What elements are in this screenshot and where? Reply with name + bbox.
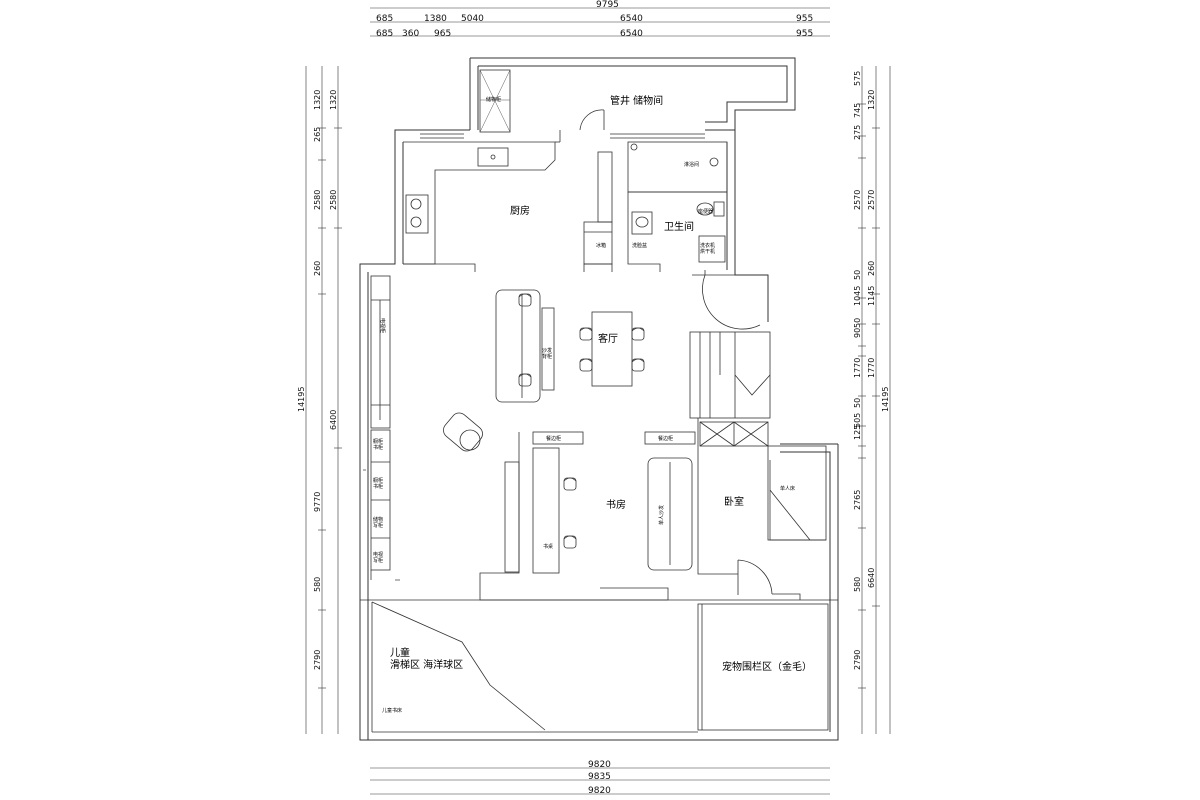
dim-right-inner-10: 505 <box>853 413 862 428</box>
dim-left-inner: 1320 2580 6400 <box>329 90 342 449</box>
dim-top1-4: 6540 <box>620 14 643 24</box>
dim-right-inner-2: 275 <box>853 125 862 140</box>
label-kids-1: 儿童 <box>390 646 410 659</box>
dim-left-mid: 1320 265 2580 260 9770 580 2790 <box>313 90 326 689</box>
label-shelf-3: 储物写柜 <box>373 516 383 529</box>
dim-right-inner-11: 125 <box>853 425 862 440</box>
dim-right-mid-0: 1320 <box>867 90 876 110</box>
dim-right-mid: 1320 2570 260 1145 1770 6640 <box>867 90 880 607</box>
dim-bottom-1: 9820 <box>588 760 611 770</box>
dim-top2-1: 685 <box>376 29 393 39</box>
living-area <box>370 275 633 429</box>
label-tv-cabinet: 电视柜 <box>379 318 386 333</box>
dim-right-inner-12: 2765 <box>853 490 862 510</box>
dim-left-inner-0: 1320 <box>329 90 338 110</box>
dim-top1-3: 5040 <box>461 14 484 24</box>
dim-top1-2: 1380 <box>424 14 447 24</box>
storage-cabinet <box>479 69 511 133</box>
label-shelf-1: 橱柜书柜 <box>373 438 383 451</box>
label-bedroom: 卧室 <box>724 495 744 508</box>
dim-right-inner-1: 745 <box>853 103 862 118</box>
dim-right-mid-2: 260 <box>867 261 876 276</box>
kids-zone <box>360 599 838 733</box>
dimension-texts: 9795 685 1380 5040 6540 955 685 360 965 … <box>297 0 890 796</box>
label-side-cabinet-2: 餐边柜 <box>658 435 673 442</box>
dim-left-mid-4: 9770 <box>313 492 322 512</box>
label-bathroom: 卫生间 <box>664 220 694 233</box>
label-single-sofa: 单人沙发 <box>658 505 665 525</box>
windows <box>363 133 705 581</box>
dim-left-inner-2: 6400 <box>329 410 338 430</box>
dim-right-inner-4: 50 <box>853 270 862 280</box>
kitchen-area <box>403 109 613 272</box>
dim-right-inner-9: 50 <box>853 398 862 408</box>
label-living: 客厅 <box>598 332 618 345</box>
dim-left-mid-1: 265 <box>313 127 322 142</box>
dim-right-inner-13: 580 <box>853 577 862 592</box>
label-sofa-back-cabinet: 沙发背柜 <box>542 347 552 360</box>
label-side-cabinet-1: 餐边柜 <box>546 435 561 442</box>
pet-zone <box>697 603 829 731</box>
label-toilet: 座便器 <box>698 208 713 215</box>
dim-right-inner-7: 90 <box>853 328 862 338</box>
label-desk: 书桌 <box>543 543 553 550</box>
stair <box>689 331 771 419</box>
lounge-chair <box>443 412 483 452</box>
bedroom-area <box>697 418 827 600</box>
label-study: 书房 <box>606 498 626 511</box>
dim-top1-5: 955 <box>796 14 813 24</box>
dim-left-inner-1: 2580 <box>329 190 338 210</box>
dim-top2-2: 360 <box>402 29 419 39</box>
label-kids-2: 滑梯区 海洋球区 <box>390 658 463 671</box>
dim-right-mid-3: 1145 <box>867 286 876 306</box>
dim-right-mid-1: 2570 <box>867 190 876 210</box>
dim-top2-3: 965 <box>434 29 451 39</box>
dim-right-mid-5: 6640 <box>867 568 876 588</box>
label-washbasin: 洗脸盆 <box>632 242 647 249</box>
label-storage-cabinet: 储物柜 <box>486 96 501 103</box>
dim-left-mid-3: 260 <box>313 261 322 276</box>
dim-right-inner-5: 1045 <box>853 286 862 306</box>
dim-left-mid-0: 1320 <box>313 90 322 110</box>
dim-bottom-2: 9835 <box>588 772 611 782</box>
label-washer-dryer: 洗衣机烘干机 <box>700 242 715 255</box>
dim-top-total: 9795 <box>596 0 619 10</box>
outer-walls <box>359 57 839 741</box>
label-shelf-4: 电视写柜 <box>373 551 383 564</box>
label-kids-bed: 儿童书床 <box>382 707 402 714</box>
dim-right-outer: 14195 <box>881 387 890 412</box>
label-shower-room: 淋浴间 <box>684 161 699 168</box>
dim-top2-5: 955 <box>796 29 813 39</box>
dim-top1-1: 685 <box>376 14 393 24</box>
left-shelves <box>370 429 391 580</box>
dim-left-outer: 14195 <box>297 387 306 412</box>
dim-top2-4: 6540 <box>620 29 643 39</box>
dim-right-inner-8: 1770 <box>853 358 862 378</box>
dim-left-mid-5: 580 <box>313 577 322 592</box>
label-shelf-2: 橱柜书柜 <box>373 477 383 490</box>
dim-right-inner-3: 2570 <box>853 190 862 210</box>
dim-right-mid-4: 1770 <box>867 358 876 378</box>
bathroom-area <box>627 141 768 330</box>
label-pipe-storage: 管井 储物间 <box>610 94 663 107</box>
label-single-bed: 单人床 <box>780 485 795 492</box>
label-fridge: 冰箱 <box>596 242 606 249</box>
dim-left-mid-6: 2790 <box>313 650 322 670</box>
dim-left-mid-2: 2580 <box>313 190 322 210</box>
dimension-lines <box>305 7 891 795</box>
dim-bottom-3: 9820 <box>588 786 611 796</box>
dim-right-inner-6: 50 <box>853 318 862 328</box>
dim-right-inner: 5757452752570501045509017705050512527655… <box>853 71 866 689</box>
dim-right-inner-14: 2790 <box>853 650 862 670</box>
dining-chairs <box>518 293 645 387</box>
room-labels: 管井 储物间 储物柜 厨房 卫生间 淋浴间 座便器 洗脸盆 洗衣机烘干机 冰箱 … <box>373 94 812 714</box>
label-pet-area: 宠物围栏区（金毛） <box>722 660 812 673</box>
label-kitchen: 厨房 <box>510 204 530 217</box>
dim-right-inner-0: 575 <box>853 71 862 86</box>
